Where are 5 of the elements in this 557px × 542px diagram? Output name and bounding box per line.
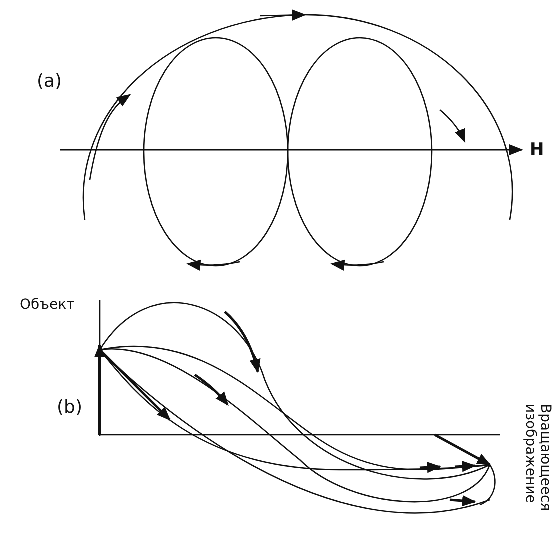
- axis-label: Вращающееся изображение: [523, 404, 552, 514]
- panel-label: (b): [57, 398, 82, 418]
- axis-label: Объект: [20, 298, 75, 314]
- panel-label: (a): [37, 72, 62, 92]
- axis-label: H: [530, 141, 544, 160]
